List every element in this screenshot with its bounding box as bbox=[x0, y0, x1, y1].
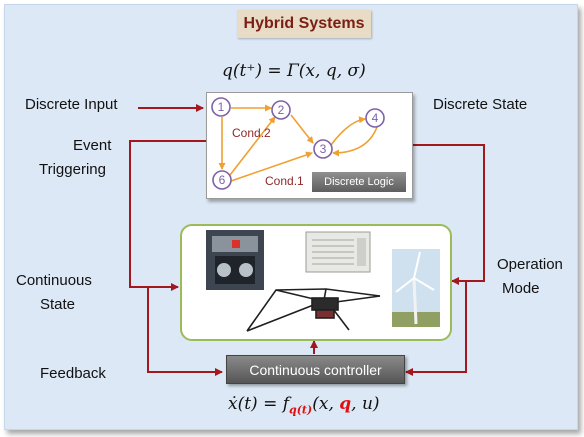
mode-to-controller-wire bbox=[405, 281, 467, 376]
discrete-logic-tag: Discrete Logic bbox=[312, 172, 406, 192]
reset-map-equation: q(t⁺) = Γ(x, q, σ) bbox=[222, 61, 366, 81]
cond2-label: Cond.2 bbox=[232, 126, 271, 140]
continuous-controller-label: Continuous controller bbox=[249, 361, 382, 378]
triggering-label: Triggering bbox=[39, 161, 106, 178]
flow-equation-prefix: ẋ(t) = f bbox=[228, 394, 290, 414]
feedback-wire bbox=[147, 287, 223, 376]
event-trigger-wire bbox=[129, 140, 206, 291]
air-conditioner-image bbox=[305, 231, 371, 273]
flow-equation: ẋ(t) = fq(t)(x, q, u) bbox=[228, 394, 380, 416]
flow-equation-subscript: q(t) bbox=[289, 403, 313, 417]
parallel-robot-image bbox=[246, 288, 381, 332]
discrete-input-label: Discrete Input bbox=[25, 96, 118, 113]
mode-label: Mode bbox=[502, 280, 540, 297]
operation-mode-wire bbox=[411, 144, 485, 285]
node-label-1: 1 bbox=[218, 100, 225, 114]
node-label-2: 2 bbox=[278, 103, 285, 117]
event-label: Event bbox=[73, 137, 112, 154]
flow-equation-args-b: , u) bbox=[351, 394, 380, 414]
state-node-1 bbox=[211, 97, 231, 117]
node-label-3: 3 bbox=[320, 142, 327, 156]
feedback-label: Feedback bbox=[40, 365, 106, 382]
edge-4-3 bbox=[332, 126, 378, 157]
state-node-6 bbox=[212, 170, 232, 190]
state-machine: 1 2 3 4 6 Cond.2 Cond.1 bbox=[211, 97, 385, 190]
edge-6-3 bbox=[230, 151, 313, 182]
operation-label: Operation bbox=[497, 256, 563, 273]
diagram-title: Hybrid Systems bbox=[243, 15, 365, 32]
node-label-6: 6 bbox=[219, 173, 226, 187]
cond1-label: Cond.1 bbox=[265, 174, 304, 188]
discrete-state-label: Discrete State bbox=[433, 96, 528, 113]
wind-turbine-image bbox=[392, 249, 440, 327]
state-node-3 bbox=[313, 139, 333, 159]
engine-image bbox=[206, 230, 264, 290]
state-node-4 bbox=[365, 108, 385, 128]
discrete-logic-tag-label: Discrete Logic bbox=[324, 176, 394, 188]
edge-6-2 bbox=[229, 116, 276, 176]
state-node-2 bbox=[271, 100, 291, 120]
node-label-4: 4 bbox=[372, 111, 379, 125]
state-label: State bbox=[40, 296, 76, 313]
continuous-label: Continuous bbox=[16, 272, 92, 289]
edge-2-3 bbox=[290, 114, 314, 144]
continuous-controller-block: Continuous controller bbox=[226, 355, 405, 384]
title-box: Hybrid Systems bbox=[237, 10, 371, 38]
flow-equation-args-a: (x, bbox=[312, 394, 340, 414]
edge-3-4 bbox=[330, 116, 366, 146]
flow-equation-q: q bbox=[339, 394, 352, 414]
